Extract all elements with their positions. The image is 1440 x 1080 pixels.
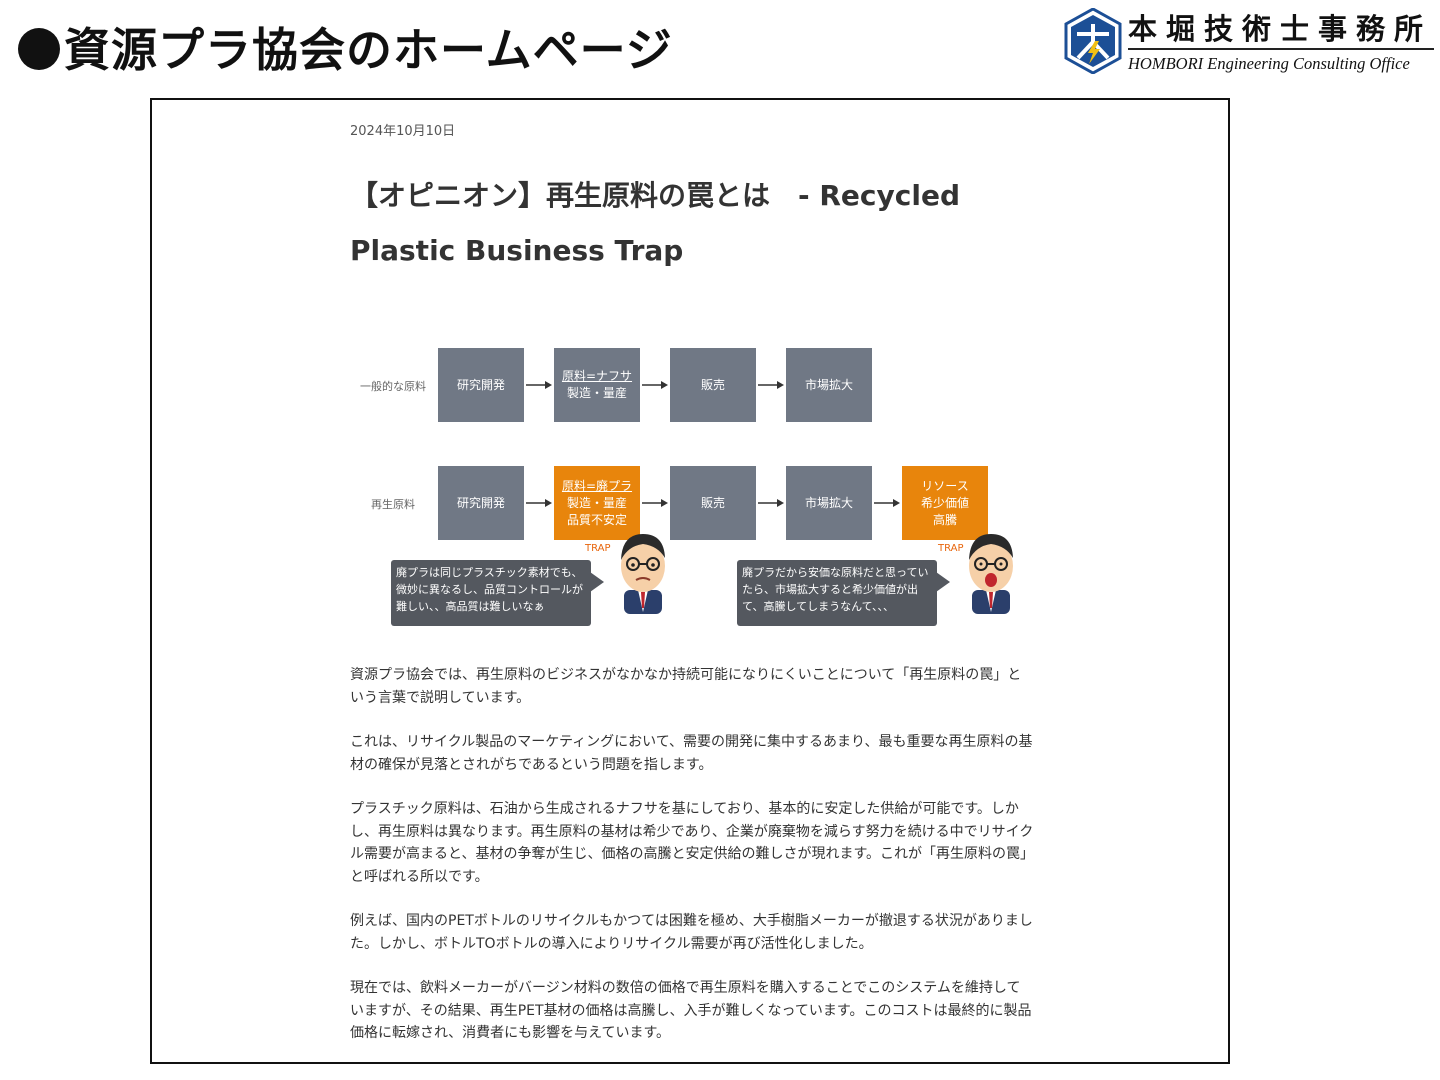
article-title-line1: 【オピニオン】再生原料の罠とは - Recycled <box>350 179 960 212</box>
box-text: 製造・量産 <box>566 495 627 510</box>
arrow-right-icon <box>642 381 668 389</box>
arrow-right-icon <box>526 499 552 507</box>
trap-label-right: TRAP <box>938 543 964 554</box>
article-title-line2: Plastic Business Trap <box>350 234 684 267</box>
article-date: 2024年10月10日 <box>350 124 456 139</box>
arrow-right-icon <box>874 499 900 507</box>
box-text: 製造・量産 <box>566 386 627 400</box>
row2-box-market: 市場拡大 <box>786 466 872 540</box>
hombori-logo-mark-icon <box>1064 8 1122 74</box>
bullet-dot-icon <box>18 28 60 70</box>
arrow-right-icon <box>758 381 784 389</box>
trap-label-left: TRAP <box>585 543 611 554</box>
row2-box-research: 研究開発 <box>438 466 524 540</box>
row1-label: 一般的な原料 <box>360 380 426 393</box>
bubble-tail-icon <box>936 572 950 592</box>
article-paragraph-1: 資源プラ協会では、再生原料のビジネスがなかなか持続可能になりにくいことについて「… <box>350 667 1022 706</box>
box-text: 品質不安定 <box>566 512 627 527</box>
logo-divider <box>1128 48 1434 50</box>
article-paragraph-4: 例えば、国内のPETボトルのリサイクルもかつては困難を極め、大手樹脂メーカーが撤… <box>350 913 1033 952</box>
article-body: 資源プラ協会では、再生原料のビジネスがなかなか持続可能になりにくいことについて「… <box>350 664 1034 1067</box>
box-text: 販売 <box>700 495 725 510</box>
article-paragraph-5: 現在では、飲料メーカーがバージン材料の数倍の価格で再生原料を購入することでこのシ… <box>350 980 1032 1041</box>
article-paragraph-3: プラスチック原料は、石油から生成されるナフサを基にしており、基本的に安定した供給… <box>350 801 1034 885</box>
box-text: 高騰 <box>932 512 957 527</box>
webpage-screenshot-frame <box>150 98 1230 1064</box>
box-underlined-text: 原料=廃プラ <box>561 478 633 493</box>
box-text: 市場拡大 <box>804 495 853 510</box>
company-logo: 本堀技術士事務所 HOMBORI Engineering Consulting … <box>1064 6 1436 78</box>
logo-name-en: HOMBORI Engineering Consulting Office <box>1128 54 1410 73</box>
row1-box-market: 市場拡大 <box>786 348 872 422</box>
row1-box-production: 原料=ナフサ製造・量産 <box>554 348 640 422</box>
row2-box-sales: 販売 <box>670 466 756 540</box>
recycled-trap-diagram: 一般的な原料 再生原料 研究開発 原料=ナフサ製造・量産 販売 市場拡大 研究開… <box>350 340 1050 640</box>
box-text: 研究開発 <box>456 377 505 392</box>
row2-label: 再生原料 <box>371 498 415 511</box>
slide-title: 資源プラ協会のホームページ <box>18 14 673 80</box>
worried-man-icon <box>621 534 665 614</box>
slide-title-text: 資源プラ協会のホームページ <box>64 23 673 77</box>
arrow-right-icon <box>758 499 784 507</box>
box-text: 希少価値 <box>920 495 969 510</box>
box-text: 市場拡大 <box>804 377 853 392</box>
row2-box-resource: リソース希少価値高騰 <box>902 466 988 540</box>
article-title: 【オピニオン】再生原料の罠とは - Recycled Plastic Busin… <box>350 168 990 278</box>
speech-bubble-right: 廃プラだから安価な原料だと思っていたら、市場拡大すると希少価値が出て、高騰してし… <box>737 560 937 626</box>
article-paragraph-2: これは、リサイクル製品のマーケティングにおいて、需要の開発に集中するあまり、最も… <box>350 734 1033 773</box>
row1-box-sales: 販売 <box>670 348 756 422</box>
arrow-right-icon <box>526 381 552 389</box>
row2-box-production: 原料=廃プラ製造・量産品質不安定 <box>554 466 640 540</box>
box-text: リソース <box>921 478 969 493</box>
speech-bubble-left: 廃プラは同じプラスチック素材でも、微妙に異なるし、品質コントロールが難しい、、高… <box>391 560 591 626</box>
arrow-right-icon <box>642 499 668 507</box>
box-text: 研究開発 <box>456 495 505 510</box>
bubble-tail-icon <box>590 572 604 592</box>
box-underlined-text: 原料=ナフサ <box>561 369 633 383</box>
box-text: 販売 <box>700 377 725 392</box>
logo-name-jp: 本堀技術士事務所 <box>1128 12 1433 46</box>
row1-box-research: 研究開発 <box>438 348 524 422</box>
shocked-man-icon <box>969 534 1013 614</box>
